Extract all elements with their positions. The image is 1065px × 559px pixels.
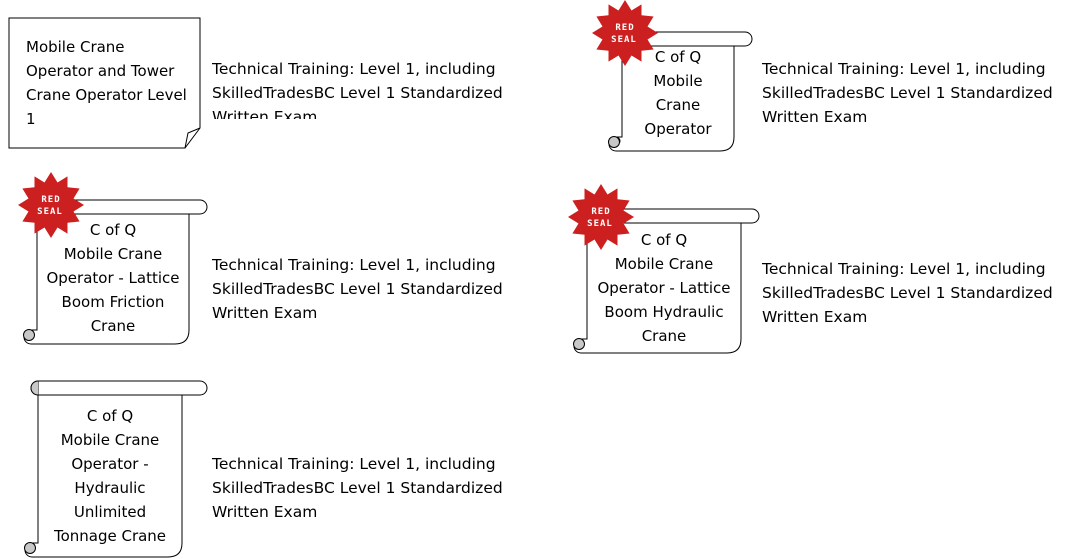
cofq-hydraulic-lattice-title: C of Q Mobile Crane Operator - Lattice B… <box>587 228 741 348</box>
cofq-unlimited-line3: Operator - <box>71 455 149 473</box>
cofq-unlimited-line2: Mobile Crane <box>60 431 160 449</box>
red-seal-badge-mobile: RED SEAL <box>592 0 658 66</box>
cofq-hydraulic-lattice-line1: C of Q <box>640 231 688 249</box>
cofq-hydraulic-lattice-requirement: Technical Training: Level 1, including S… <box>762 260 1053 326</box>
cofq-mobile-line3: Crane <box>655 96 701 114</box>
cofq-mobile-line2: Mobile <box>653 72 703 90</box>
cofq-friction-line2: Mobile Crane <box>63 245 163 263</box>
cofq-unlimited-title: C of Q Mobile Crane Operator - Hydraulic… <box>38 404 182 548</box>
level1-certification-name: Mobile Crane Operator and Tower Crane Op… <box>26 38 187 128</box>
cofq-hydraulic-lattice-line2: Mobile Crane <box>614 255 714 273</box>
cofq-friction-requirement: Technical Training: Level 1, including S… <box>212 256 503 322</box>
cofq-unlimited-line1: C of Q <box>86 407 134 425</box>
cofq-friction-line5: Crane <box>90 317 136 335</box>
cofq-unlimited-requirement: Technical Training: Level 1, including S… <box>212 455 503 521</box>
level1-document-shape <box>8 17 201 149</box>
svg-text:SEAL: SEAL <box>37 207 63 217</box>
cofq-friction-line1: C of Q <box>89 221 137 239</box>
svg-text:RED: RED <box>615 23 634 33</box>
cofq-mobile-scroll <box>608 31 753 152</box>
red-seal-badge-hydraulic-lattice: RED SEAL <box>568 184 634 250</box>
cofq-friction-line3: Operator - Lattice <box>46 269 180 287</box>
svg-text:SEAL: SEAL <box>611 35 637 45</box>
cofq-friction-title: C of Q Mobile Crane Operator - Lattice B… <box>37 218 189 338</box>
svg-text:RED: RED <box>591 207 610 217</box>
cofq-mobile-line4: Operator <box>644 120 712 138</box>
red-seal-badge-friction: RED SEAL <box>18 172 84 238</box>
cofq-mobile-title: C of Q Mobile Crane Operator <box>622 45 734 141</box>
cofq-unlimited-line5: Unlimited <box>73 503 147 521</box>
cofq-mobile-line1: C of Q <box>654 48 702 66</box>
svg-text:RED: RED <box>41 195 60 205</box>
cofq-unlimited-scroll <box>24 380 208 558</box>
cofq-friction-scroll <box>23 199 208 345</box>
level1-requirement: Technical Training: Level 1, including S… <box>212 60 503 119</box>
cofq-friction-line4: Boom Friction <box>61 293 165 311</box>
cofq-unlimited-line4: Hydraulic <box>74 479 146 497</box>
cofq-hydraulic-lattice-line3: Operator - Lattice <box>597 279 731 297</box>
cofq-unlimited-line6: Tonnage Crane <box>53 527 167 545</box>
cofq-mobile-requirement: Technical Training: Level 1, including S… <box>762 60 1053 126</box>
svg-text:SEAL: SEAL <box>587 219 613 229</box>
cofq-hydraulic-lattice-line4: Boom Hydraulic <box>604 303 724 321</box>
cofq-hydraulic-lattice-line5: Crane <box>641 327 687 345</box>
